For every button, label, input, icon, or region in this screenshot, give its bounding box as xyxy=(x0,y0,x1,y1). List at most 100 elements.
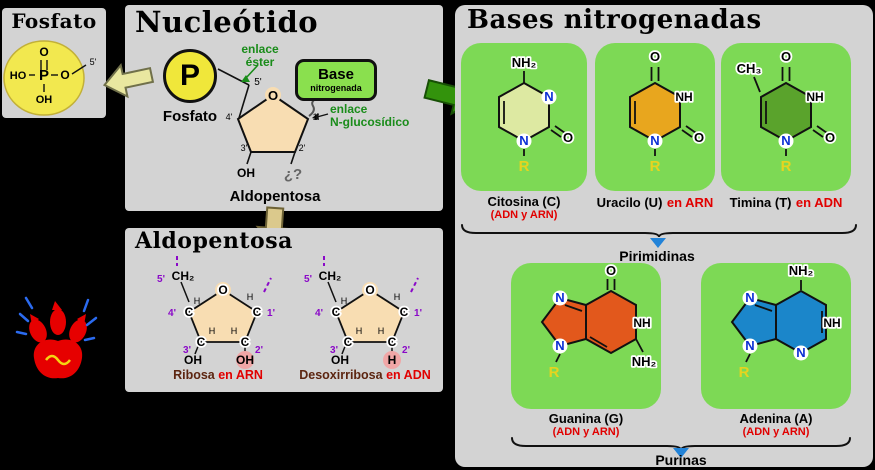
paw-pads xyxy=(29,301,87,379)
n-halo xyxy=(742,290,758,306)
atom-label: OH xyxy=(36,94,53,106)
atom-label: NH xyxy=(806,90,823,104)
uracilo-caption: Uracilo (U) en ARN xyxy=(583,194,727,212)
adenina-bonds xyxy=(745,280,823,363)
atom-label: H xyxy=(394,292,401,302)
fosfato-caption: Fosfato xyxy=(162,108,218,125)
prime-label: 5' xyxy=(90,57,97,67)
r-group-label: R xyxy=(650,158,661,175)
ribosa-caption: Ribosa en ARN xyxy=(143,368,293,382)
atom-label: O xyxy=(218,283,227,297)
timina-bonds xyxy=(753,67,828,156)
r-group-label: R xyxy=(549,364,560,381)
atom-label: H xyxy=(341,296,348,306)
guanina-caption: Guanina (G) (ADN y ARN) xyxy=(511,411,661,439)
enlace-glucosidico-line1: enlace xyxy=(330,102,368,116)
r-group-label: R xyxy=(519,158,530,175)
uracilo-structure: O NH O N R xyxy=(629,47,706,175)
bases-title: Bases nitrogenadas xyxy=(467,5,762,35)
r-group-label: R xyxy=(781,158,792,175)
ring-oxygen-bg xyxy=(215,282,231,298)
pirimidinas-arrow-icon xyxy=(650,238,666,248)
highlight-circle xyxy=(236,351,254,369)
aldopentosa-panel: Aldopentosa CH₂ 5' O C C C C 4' xyxy=(125,228,443,392)
atom-label: CH₂ xyxy=(172,269,195,283)
pirimidinas-brace xyxy=(461,224,857,238)
purple-bond-stubs xyxy=(323,256,419,293)
atom-label: H xyxy=(378,326,385,336)
n-halo xyxy=(647,133,663,149)
nucleotido-panel: Nucleótido O 5' 1' 2' 3' 4' OH xyxy=(125,5,443,211)
prime-label: 4' xyxy=(226,112,233,122)
atom-label: C xyxy=(185,305,194,319)
prime-label: 3' xyxy=(241,143,248,153)
atom-label: NH₂ xyxy=(789,263,814,278)
adenina-caption: Adenina (A) (ADN y ARN) xyxy=(701,411,851,439)
nitrogen-label: N xyxy=(796,345,805,360)
atom-label: CH₂ xyxy=(319,269,342,283)
atom-label: NH₂ xyxy=(512,55,537,70)
prime-label: 5' xyxy=(254,77,262,88)
prime-label: 2' xyxy=(299,143,306,153)
atom-label: C xyxy=(241,335,250,349)
atom-label: O xyxy=(781,49,791,64)
fosfato-title: Fosfato xyxy=(11,9,97,33)
atom-label: HO xyxy=(10,70,27,82)
desoxirribosa-caption: Desoxirribosa en ADN xyxy=(290,368,440,382)
nucleotido-title: Nucleótido xyxy=(135,5,319,39)
adenina-structure: NH₂ NH N N N R xyxy=(730,261,842,381)
atom-label: C xyxy=(388,335,397,349)
purinas-label: Purinas xyxy=(655,452,707,468)
ring-oxygen-bg xyxy=(362,282,378,298)
nitrogen-label: N xyxy=(544,89,553,104)
desoxirribosa-tag: en ADN xyxy=(386,368,431,382)
prime-label: 3' xyxy=(330,345,338,356)
bases-panel: Bases nitrogenadas NH₂ N N O R xyxy=(455,5,873,468)
atom-label: OH xyxy=(184,353,202,367)
timina-structure: CH₃ O NH O N R xyxy=(735,47,837,175)
phosphate-symbol: P xyxy=(163,49,217,103)
enlace-ester-line1: enlace xyxy=(241,42,279,56)
atom-label: O xyxy=(563,130,573,145)
ribosa-structure: CH₂ 5' O C C C C 4' 1' 3' 2' H H H H OH … xyxy=(157,256,275,369)
pentose-ring xyxy=(236,93,310,153)
nitrogen-label: N xyxy=(650,133,659,148)
timina-name: Timina (T) xyxy=(729,195,792,210)
nitrogen-label: N xyxy=(555,338,564,353)
deoxyribose-ring xyxy=(334,288,406,343)
r-group-label: R xyxy=(739,364,750,381)
nitrogen-label: N xyxy=(745,290,754,305)
atom-label: O xyxy=(39,45,48,59)
atom-label: OH xyxy=(237,166,255,180)
atom-label: H xyxy=(356,326,363,336)
fosfato-panel: Fosfato O HO P O OH 5' xyxy=(2,8,106,118)
prime-label: 2' xyxy=(255,345,263,356)
enlace-glucosidico-note: enlace N-glucosídico xyxy=(330,103,440,129)
guanina-name: Guanina (G) xyxy=(548,411,624,426)
uracilo-tag: en ARN xyxy=(666,195,714,210)
phosphate-ellipse xyxy=(3,40,85,116)
citosina-name: Citosina (C) xyxy=(487,194,561,209)
atom-label: NH xyxy=(823,316,840,330)
ribosa-figure: CH₂ 5' O C C C C 4' 1' 3' 2' H H H H OH … xyxy=(143,254,293,384)
citosina-card: NH₂ N N O R xyxy=(461,43,587,191)
phosphate-bonds xyxy=(29,60,87,92)
citosina-tag: (ADN y ARN) xyxy=(490,209,558,221)
atom-label: H xyxy=(231,326,238,336)
n-halo xyxy=(552,338,568,354)
n-halo xyxy=(778,133,794,149)
prime-label: 1' xyxy=(267,308,275,319)
atom-label: O xyxy=(268,88,278,103)
arrow-to-fosfato-icon xyxy=(102,62,155,99)
atom-label: C xyxy=(197,335,206,349)
unknown-substituent-label: ¿? xyxy=(284,166,302,183)
adenina-hexagon xyxy=(775,289,827,355)
uracilo-bonds xyxy=(634,67,697,156)
pirimidinas-label: Pirimidinas xyxy=(619,248,695,264)
atom-label: O xyxy=(606,263,616,278)
atom-label: OH xyxy=(331,353,349,367)
enlace-glucosidico-line2: N-glucosídico xyxy=(330,115,410,129)
prime-label: 1' xyxy=(414,308,422,319)
atom-label: O xyxy=(650,49,660,64)
